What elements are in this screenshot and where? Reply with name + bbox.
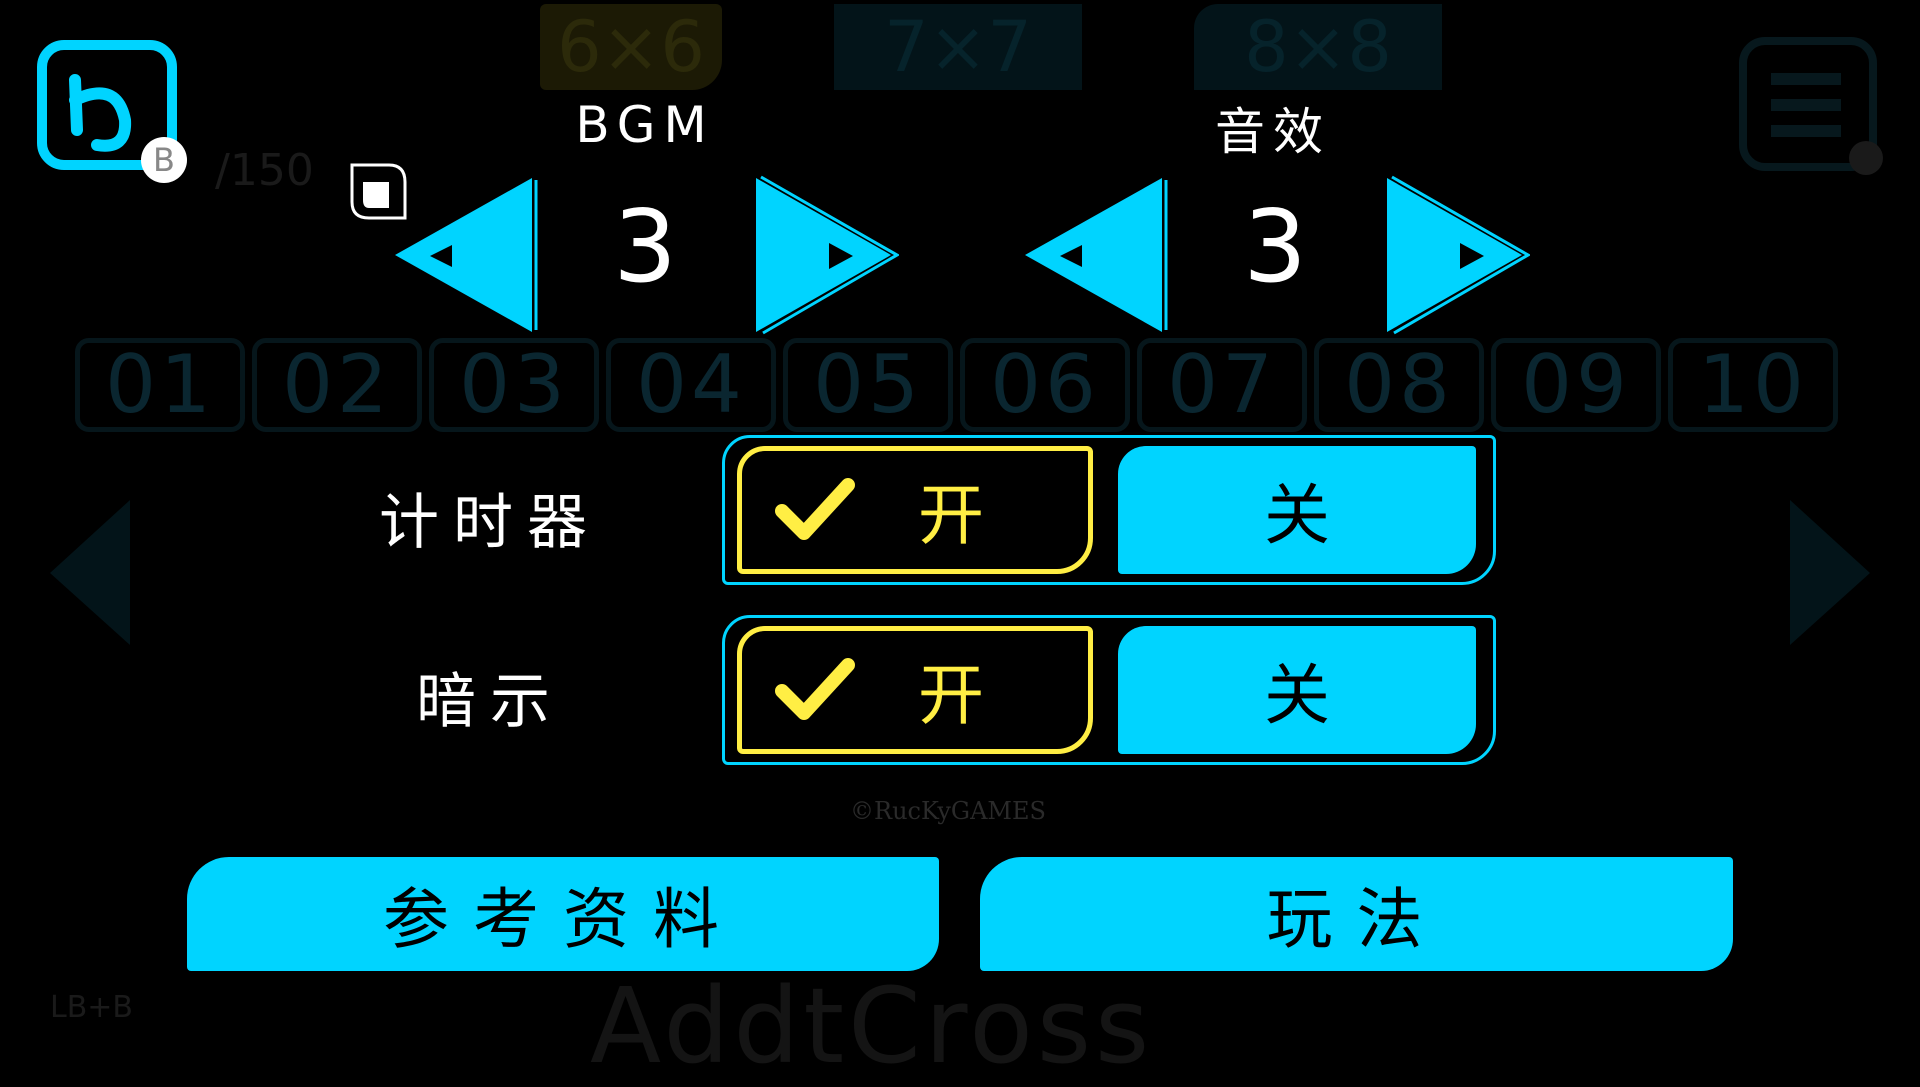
size-tab-7x7[interactable]: 7×7 <box>834 4 1082 90</box>
logo-watermark: AddtCross <box>590 965 1154 1087</box>
hint-label: 暗示 <box>416 667 564 737</box>
sfx-value: 3 <box>1243 188 1307 305</box>
level-02[interactable]: 02 <box>252 338 422 432</box>
timer-on-label: 开 <box>918 477 984 554</box>
level-04[interactable]: 04 <box>606 338 776 432</box>
size-tab-6x6[interactable]: 6×6 <box>540 4 722 90</box>
level-06[interactable]: 06 <box>960 338 1130 432</box>
b-button-badge: B <box>141 137 187 183</box>
timer-off-button[interactable]: 关 <box>1118 446 1476 574</box>
timer-on-button[interactable]: 开 <box>737 446 1093 574</box>
hint-on-button[interactable]: 开 <box>737 626 1093 754</box>
check-icon <box>775 658 855 720</box>
next-page-arrow-icon[interactable] <box>1785 495 1875 650</box>
bgm-value: 3 <box>613 188 677 305</box>
back-button[interactable]: B <box>37 40 187 183</box>
level-10[interactable]: 10 <box>1668 338 1838 432</box>
level-09[interactable]: 09 <box>1491 338 1661 432</box>
check-icon <box>775 478 855 540</box>
copyright: ©RucKyGAMES <box>850 797 1046 825</box>
menu-icon[interactable] <box>1739 37 1889 177</box>
hint-toggle: 开 关 <box>722 615 1496 765</box>
bgm-increase-button[interactable] <box>753 175 899 335</box>
level-07[interactable]: 07 <box>1137 338 1307 432</box>
progress-text: /150 <box>215 145 314 196</box>
shortcut-hint: LB+B <box>50 990 134 1025</box>
timer-label: 计时器 <box>379 488 601 558</box>
level-03[interactable]: 03 <box>429 338 599 432</box>
back-arrow-icon <box>37 40 177 170</box>
bgm-decrease-button[interactable] <box>392 175 538 335</box>
level-08[interactable]: 08 <box>1314 338 1484 432</box>
size-tab-8x8[interactable]: 8×8 <box>1194 4 1442 90</box>
how-to-play-button[interactable]: 玩法 <box>980 857 1733 971</box>
timer-toggle: 开 关 <box>722 435 1496 585</box>
timer-off-label: 关 <box>1264 477 1330 554</box>
sfx-increase-button[interactable] <box>1384 175 1530 335</box>
prev-page-arrow-icon[interactable] <box>45 495 135 650</box>
reference-button[interactable]: 参考资料 <box>187 857 939 971</box>
hint-off-label: 关 <box>1264 657 1330 734</box>
sfx-decrease-button[interactable] <box>1022 175 1168 335</box>
hint-off-button[interactable]: 关 <box>1118 626 1476 754</box>
level-05[interactable]: 05 <box>783 338 953 432</box>
bgm-label: BGM <box>575 96 715 154</box>
hint-on-label: 开 <box>918 657 984 734</box>
shape-toggle-icon[interactable] <box>349 162 409 222</box>
level-01[interactable]: 01 <box>75 338 245 432</box>
sfx-label: 音效 <box>1215 103 1331 161</box>
